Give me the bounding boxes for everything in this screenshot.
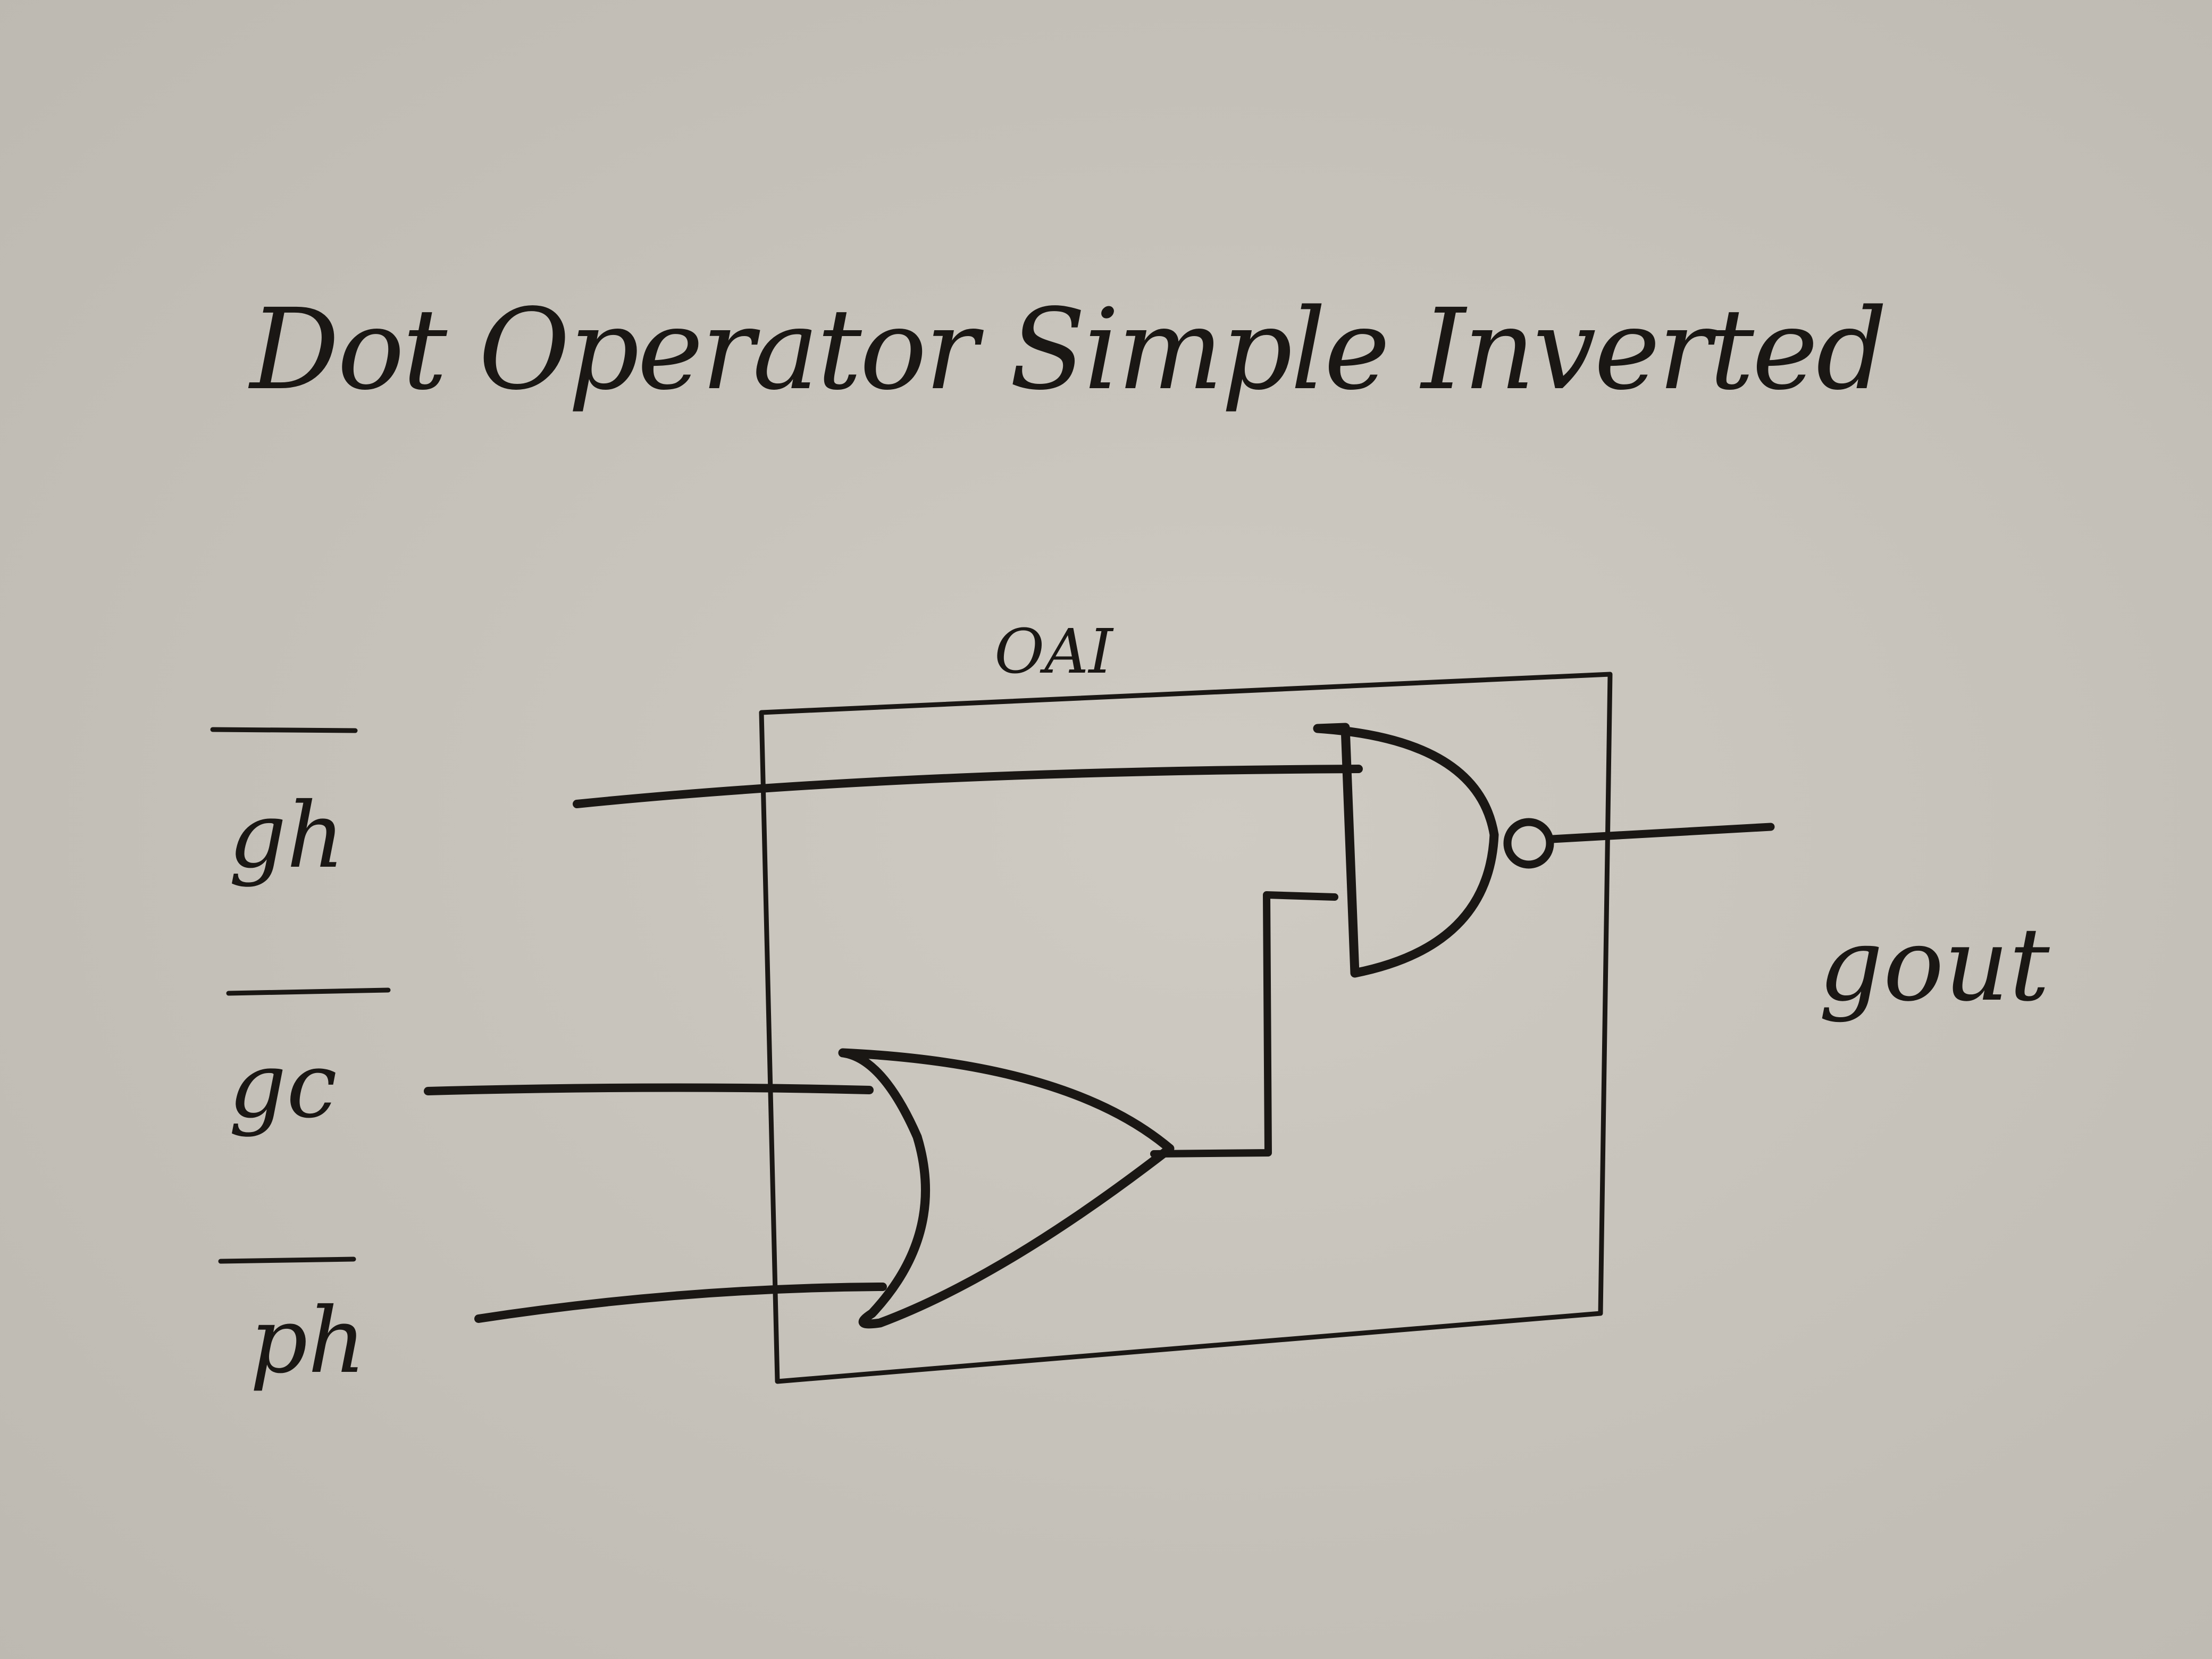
input-label-ph: ph (250, 1288, 366, 1394)
ph-wire (474, 1283, 887, 1323)
gc-wire (424, 1083, 874, 1095)
output-label: gout (1819, 906, 2050, 1024)
oai-box (759, 672, 1613, 1384)
input-label-gh: gh (229, 783, 345, 889)
gh-wire (573, 765, 1363, 808)
inversion-bubble (1503, 818, 1554, 869)
ph-overbar (218, 1256, 356, 1264)
output-wire (1547, 823, 1775, 843)
or-gate (838, 1048, 1175, 1329)
nand-gate (1313, 723, 1499, 978)
gh-overbar (210, 727, 358, 733)
diagram-title: Dot Operator Simple Inverted (248, 284, 1886, 415)
or-to-nand-wire (1150, 891, 1338, 1158)
gc-overbar (226, 987, 391, 996)
block-label: OAI (994, 616, 1114, 688)
input-label-gc: gc (229, 1033, 337, 1138)
